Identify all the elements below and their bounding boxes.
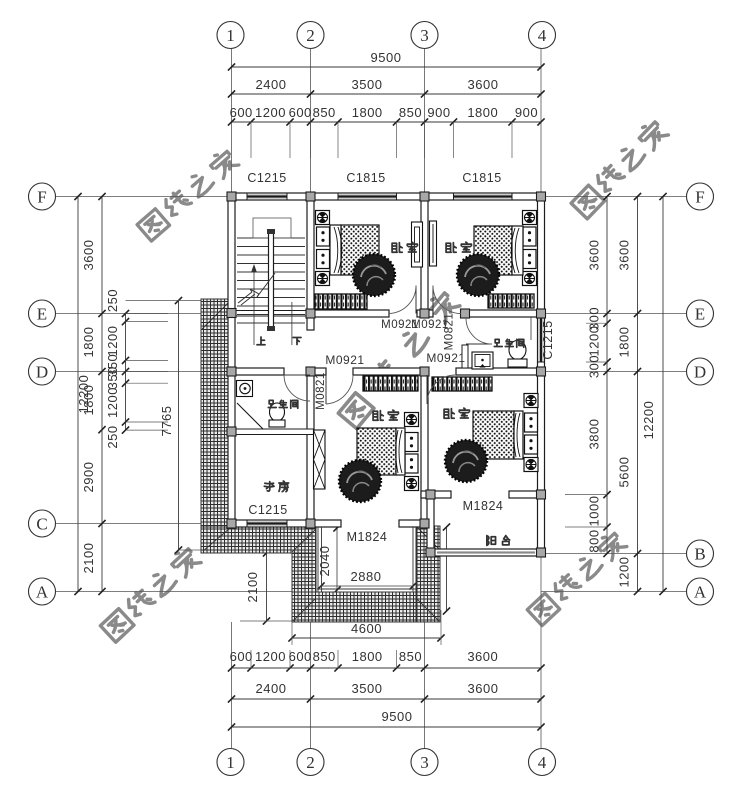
svg-text:350: 350 — [105, 354, 120, 377]
svg-text:600: 600 — [230, 105, 253, 120]
svg-text:600: 600 — [289, 649, 312, 664]
svg-text:2040: 2040 — [317, 546, 332, 577]
svg-text:2: 2 — [306, 26, 315, 45]
svg-text:300: 300 — [587, 307, 602, 330]
svg-text:1200: 1200 — [105, 326, 120, 357]
svg-text:E: E — [37, 305, 47, 324]
svg-text:850: 850 — [399, 105, 422, 120]
svg-text:3: 3 — [420, 26, 429, 45]
svg-text:2400: 2400 — [256, 681, 287, 696]
svg-text:F: F — [37, 188, 46, 207]
svg-text:1800: 1800 — [352, 105, 383, 120]
svg-text:1800: 1800 — [617, 327, 632, 358]
svg-text:1200: 1200 — [587, 326, 602, 357]
svg-text:C1215: C1215 — [247, 171, 286, 185]
svg-text:C1815: C1815 — [346, 171, 385, 185]
svg-text:A: A — [694, 583, 707, 602]
svg-text:1200: 1200 — [255, 649, 286, 664]
svg-text:1800: 1800 — [81, 327, 96, 358]
svg-text:2880: 2880 — [351, 569, 382, 584]
svg-text:M0921: M0921 — [381, 319, 419, 331]
svg-text:300: 300 — [587, 355, 602, 378]
svg-text:C1815: C1815 — [462, 171, 501, 185]
svg-text:900: 900 — [427, 105, 450, 120]
svg-text:3500: 3500 — [352, 77, 383, 92]
svg-text:2900: 2900 — [81, 462, 96, 493]
svg-text:M1824: M1824 — [463, 499, 504, 513]
svg-text:1800: 1800 — [352, 649, 383, 664]
svg-text:1800: 1800 — [467, 105, 498, 120]
svg-text:600: 600 — [289, 105, 312, 120]
svg-text:3800: 3800 — [587, 419, 602, 450]
svg-text:F: F — [695, 188, 704, 207]
svg-text:2: 2 — [306, 753, 315, 772]
svg-text:2100: 2100 — [81, 543, 96, 574]
svg-text:1200: 1200 — [105, 387, 120, 418]
svg-text:800: 800 — [587, 529, 602, 552]
svg-text:7765: 7765 — [159, 406, 174, 437]
svg-text:3600: 3600 — [468, 77, 499, 92]
svg-text:M0821: M0821 — [444, 313, 456, 351]
svg-text:5600: 5600 — [617, 457, 632, 488]
svg-text:9500: 9500 — [371, 50, 402, 65]
svg-text:250: 250 — [105, 289, 120, 312]
svg-text:3600: 3600 — [468, 681, 499, 696]
svg-text:900: 900 — [515, 105, 538, 120]
svg-text:9500: 9500 — [382, 709, 413, 724]
svg-text:850: 850 — [399, 649, 422, 664]
svg-text:850: 850 — [313, 649, 336, 664]
svg-text:E: E — [695, 305, 705, 324]
svg-text:1800: 1800 — [81, 385, 96, 416]
svg-text:D: D — [694, 363, 706, 382]
svg-text:C1215: C1215 — [248, 503, 287, 517]
svg-text:4: 4 — [538, 753, 547, 772]
svg-text:3600: 3600 — [587, 240, 602, 271]
svg-text:12200: 12200 — [76, 375, 91, 414]
svg-text:B: B — [694, 545, 705, 564]
svg-text:1200: 1200 — [617, 557, 632, 588]
svg-text:1200: 1200 — [255, 105, 286, 120]
svg-text:M0921: M0921 — [411, 319, 449, 331]
svg-text:4: 4 — [538, 26, 547, 45]
svg-text:M1824: M1824 — [347, 530, 388, 544]
svg-text:12200: 12200 — [641, 401, 656, 440]
svg-text:M0921: M0921 — [426, 351, 465, 365]
svg-text:1: 1 — [226, 753, 235, 772]
svg-text:1000: 1000 — [587, 496, 602, 527]
svg-text:250: 250 — [105, 425, 120, 448]
svg-text:2400: 2400 — [256, 77, 287, 92]
svg-text:C: C — [36, 515, 47, 534]
svg-text:4600: 4600 — [351, 621, 382, 636]
svg-text:3600: 3600 — [81, 240, 96, 271]
svg-text:C1215: C1215 — [541, 320, 555, 359]
svg-text:850: 850 — [313, 105, 336, 120]
svg-text:3: 3 — [420, 753, 429, 772]
svg-text:350: 350 — [105, 366, 120, 389]
svg-text:1: 1 — [226, 26, 235, 45]
svg-text:600: 600 — [230, 649, 253, 664]
svg-text:A: A — [36, 583, 49, 602]
svg-text:M0821: M0821 — [315, 372, 327, 410]
svg-text:2100: 2100 — [245, 572, 260, 603]
svg-text:D: D — [36, 363, 48, 382]
svg-text:3600: 3600 — [467, 649, 498, 664]
svg-text:M0921: M0921 — [325, 353, 364, 367]
svg-text:3600: 3600 — [617, 240, 632, 271]
svg-text:3500: 3500 — [352, 681, 383, 696]
